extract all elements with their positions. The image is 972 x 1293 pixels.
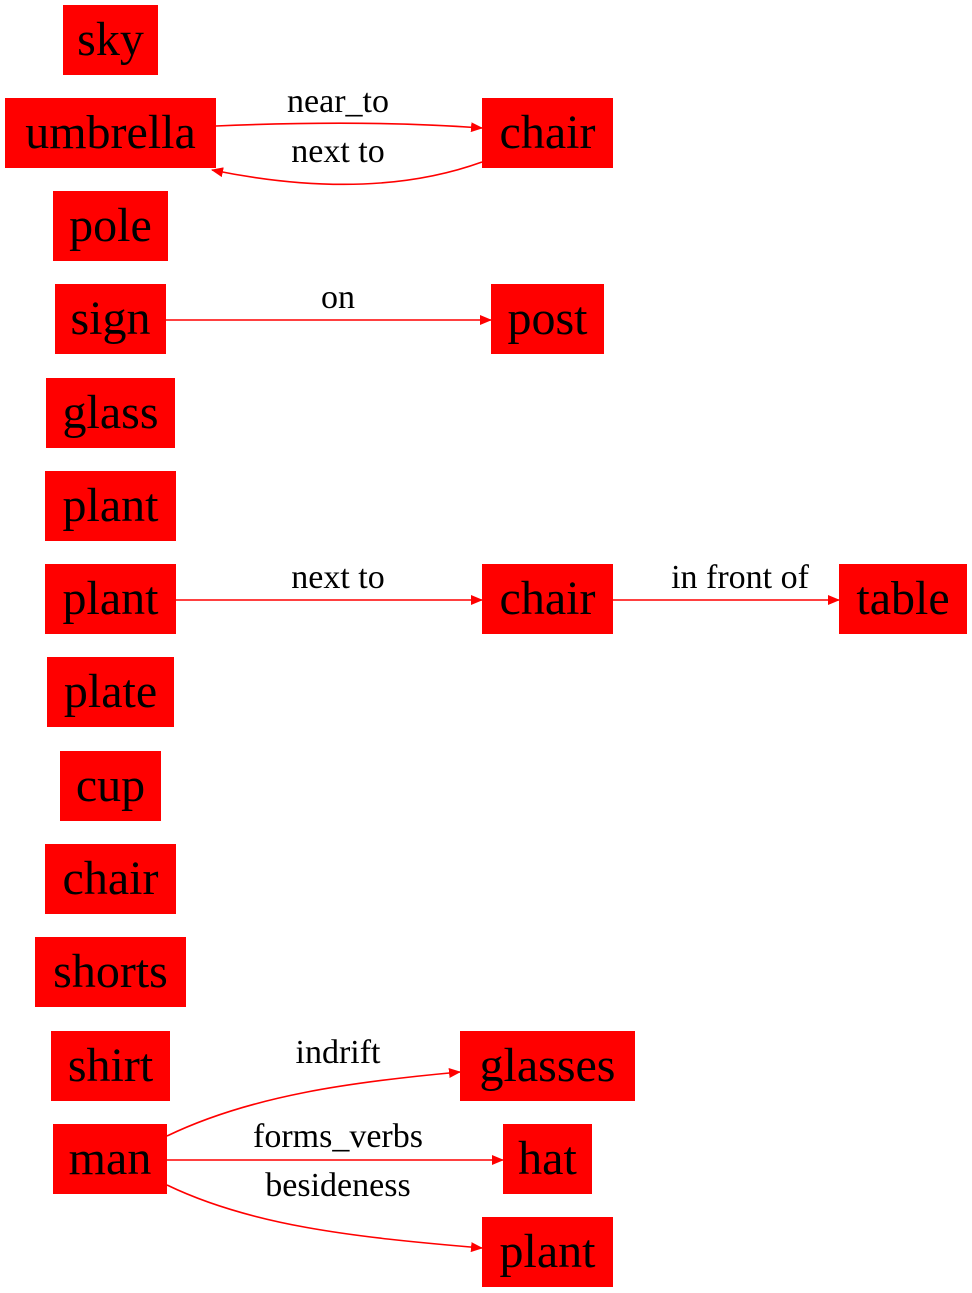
node-post[interactable]: post [491,284,604,354]
edge-label-plant2-chair2: next to [291,559,384,596]
node-shorts[interactable]: shorts [35,937,186,1007]
node-umbrella[interactable]: umbrella [5,98,216,168]
node-shirt[interactable]: shirt [51,1031,170,1101]
edge-label-man-plant3: besideness [265,1167,410,1204]
edge-label-chair2-table: in front of [671,559,810,596]
node-plate[interactable]: plate [47,657,174,727]
edge-man-glasses [166,1068,461,1137]
node-plant3[interactable]: plant [482,1217,613,1287]
node-pole[interactable]: pole [53,191,168,261]
node-glass[interactable]: glass [46,378,175,448]
edge-chair1-umbrella [211,161,483,186]
node-glasses[interactable]: glasses [460,1031,635,1101]
edge-man-plant3 [166,1184,483,1253]
node-man[interactable]: man [53,1124,167,1194]
node-cup[interactable]: cup [60,751,161,821]
node-sky[interactable]: sky [63,5,158,75]
edge-label-chair1-umbrella: next to [291,133,384,170]
edge-label-umbrella-chair1: near_to [287,83,389,120]
node-chair2[interactable]: chair [482,564,613,634]
node-hat[interactable]: hat [503,1124,592,1194]
edge-umbrella-chair1 [215,122,483,133]
node-chair1[interactable]: chair [482,98,613,168]
edge-label-sign-post: on [321,279,355,316]
node-chair3[interactable]: chair [45,844,176,914]
edge-label-man-glasses: indrift [296,1034,382,1071]
node-table[interactable]: table [839,564,967,634]
node-sign[interactable]: sign [55,284,166,354]
node-plant2[interactable]: plant [45,564,176,634]
edge-label-man-hat: forms_verbs [253,1118,423,1155]
node-plant1[interactable]: plant [45,471,176,541]
